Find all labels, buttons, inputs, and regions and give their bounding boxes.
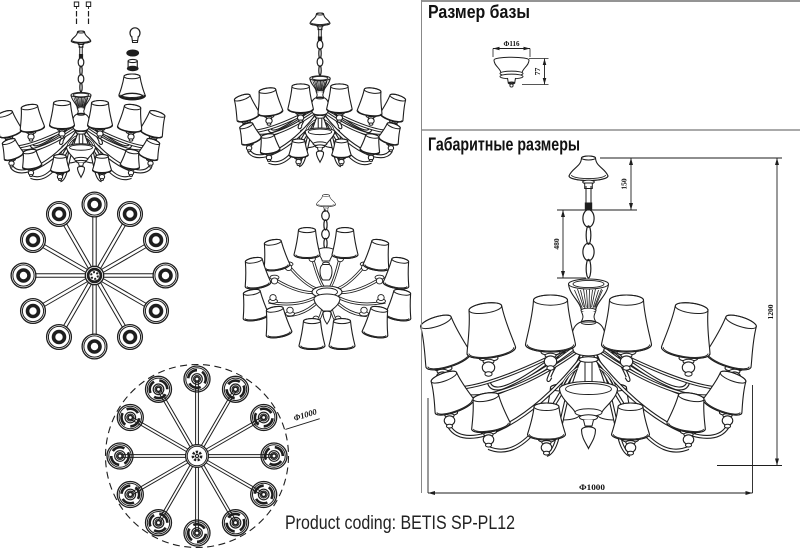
svg-text:150: 150	[620, 178, 629, 190]
svg-text:1200: 1200	[766, 304, 775, 319]
svg-text:Product coding: BETIS SP-PL12: Product coding: BETIS SP-PL12	[285, 512, 515, 534]
svg-text:Габаритные размеры: Габаритные размеры	[428, 134, 580, 155]
svg-text:Φ116: Φ116	[504, 39, 520, 48]
svg-text:77: 77	[533, 68, 542, 76]
svg-text:Φ1000: Φ1000	[579, 482, 605, 492]
svg-text:480: 480	[552, 238, 561, 250]
svg-text:Размер базы: Размер базы	[428, 1, 530, 22]
